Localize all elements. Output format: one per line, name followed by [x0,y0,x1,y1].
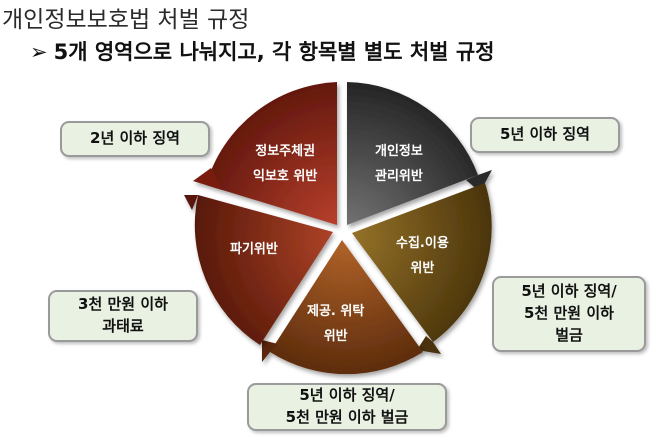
page-title: 개인정보보호법 처벌 규정 [2,7,250,33]
segment-rights-violation [193,82,337,225]
subtitle-text: 5개 영역으로 나눠지고, 각 항목별 별도 처벌 규정 [53,40,495,64]
penalty-box-rights: 2년 이하 징역 [60,121,210,157]
segment-management-violation [347,82,492,225]
segment-label-destruction: 파기위반 [230,242,278,257]
subtitle: ➢5개 영역으로 나눠지고, 각 항목별 별도 처벌 규정 [30,36,494,66]
segment-collection-violation [352,183,492,354]
penalty-box-management: 5년 이하 징역 [470,117,620,153]
penalty-box-provision: 5년 이하 징역/5천 만원 이하 벌금 [247,383,447,431]
bullet-arrow-icon: ➢ [30,40,48,64]
segment-destruction-violation [184,195,333,345]
segment-provision-violation [262,240,423,375]
